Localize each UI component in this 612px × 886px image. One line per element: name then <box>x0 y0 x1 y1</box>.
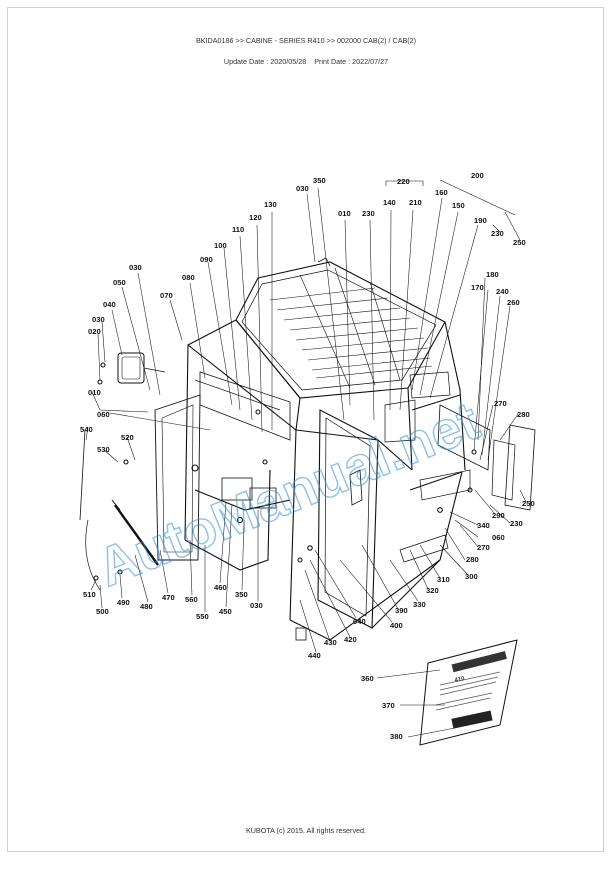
breadcrumb: BKIDA0186 >> CABINE - SERIES R410 >> 002… <box>195 36 417 45</box>
callout-160: 160 <box>435 188 448 197</box>
callout-210: 210 <box>409 198 422 207</box>
callout-380: 380 <box>390 732 403 741</box>
callout-090: 090 <box>200 255 213 264</box>
callout-350: 350 <box>313 176 326 185</box>
update-date: Update Date : 2020/05/28 <box>223 57 307 66</box>
callout-030: 030 <box>129 263 142 272</box>
callout-230: 230 <box>491 229 504 238</box>
callout-200: 200 <box>471 171 484 180</box>
callout-labels: 350 030 220 200 160 140 210 150 190 230 … <box>80 171 535 741</box>
callout-250: 250 <box>513 238 526 247</box>
callout-420: 420 <box>344 635 357 644</box>
decal-panel: 410 <box>376 639 518 746</box>
callout-070: 070 <box>160 291 173 300</box>
callout-030: 030 <box>92 315 105 324</box>
cab-frame-drawing <box>79 257 536 641</box>
callout-270: 270 <box>494 399 507 408</box>
leader-lines <box>85 179 527 653</box>
callout-150: 150 <box>452 201 465 210</box>
callout-340: 340 <box>477 521 490 530</box>
callout-480: 480 <box>140 602 153 611</box>
callout-080: 080 <box>182 273 195 282</box>
callout-470: 470 <box>162 593 175 602</box>
callout-510: 510 <box>83 590 96 599</box>
callout-390: 390 <box>395 606 408 615</box>
callout-330: 330 <box>413 600 426 609</box>
callout-260: 260 <box>507 298 520 307</box>
callout-030: 030 <box>296 184 309 193</box>
callout-250: 250 <box>522 499 535 508</box>
callout-310: 310 <box>437 575 450 584</box>
callout-500: 500 <box>96 607 109 616</box>
callout-180: 180 <box>486 270 499 279</box>
callout-230: 230 <box>362 209 375 218</box>
callout-400: 400 <box>390 621 403 630</box>
callout-020: 020 <box>88 327 101 336</box>
page-frame <box>7 7 604 852</box>
print-date: Print Date : 2022/07/27 <box>314 57 389 66</box>
callout-320: 320 <box>426 586 439 595</box>
callout-010: 010 <box>338 209 351 218</box>
callout-370: 370 <box>382 701 395 710</box>
callout-170: 170 <box>471 283 484 292</box>
callout-550: 550 <box>196 612 209 621</box>
decal-label: 410 <box>454 676 466 684</box>
callout-560: 560 <box>185 595 198 604</box>
callout-270: 270 <box>477 543 490 552</box>
callout-100: 100 <box>214 241 227 250</box>
callout-220: 220 <box>397 177 410 186</box>
copyright-footer: KUBOTA (c) 2015. All rights reserved. <box>245 826 367 835</box>
callout-240: 240 <box>496 287 509 296</box>
callout-130: 130 <box>264 200 277 209</box>
callout-120: 120 <box>249 213 262 222</box>
callout-040: 040 <box>353 617 366 626</box>
callout-460: 460 <box>214 583 227 592</box>
callout-530: 530 <box>97 445 110 454</box>
callout-030: 030 <box>250 601 263 610</box>
callout-440: 440 <box>308 651 321 660</box>
callout-110: 110 <box>232 225 244 234</box>
watermark-text: AutoManual.net <box>89 391 487 598</box>
callout-430: 430 <box>324 638 337 647</box>
callout-290: 290 <box>492 511 505 520</box>
callout-300: 300 <box>465 572 478 581</box>
callout-010: 010 <box>88 388 101 397</box>
callout-040: 040 <box>103 300 116 309</box>
date-line: Update Date : 2020/05/28 Print Date : 20… <box>0 57 612 66</box>
callout-050: 050 <box>113 278 126 287</box>
callout-360: 360 <box>361 674 374 683</box>
callout-350: 350 <box>235 590 248 599</box>
callout-190: 190 <box>474 216 487 225</box>
watermark: AutoManual.net <box>89 390 488 599</box>
callout-450: 450 <box>219 607 232 616</box>
callout-060: 060 <box>492 533 505 542</box>
callout-140: 140 <box>383 198 396 207</box>
callout-060: 060 <box>97 410 110 419</box>
callout-280: 280 <box>466 555 479 564</box>
callout-540: 540 <box>80 425 93 434</box>
callout-520: 520 <box>121 433 134 442</box>
callout-490: 490 <box>117 598 130 607</box>
callout-280: 280 <box>517 410 530 419</box>
callout-230: 230 <box>510 519 523 528</box>
